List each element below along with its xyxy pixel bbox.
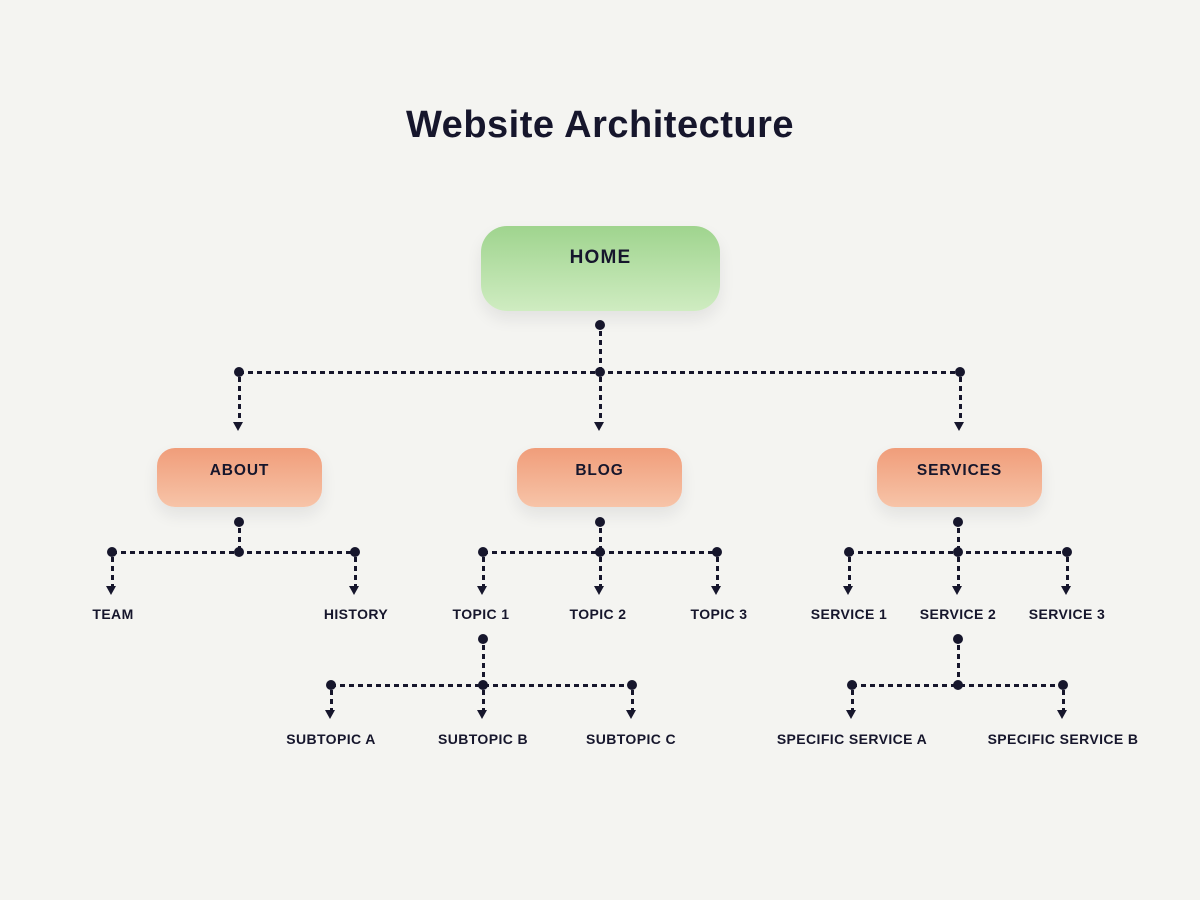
junction-dot (478, 634, 488, 644)
junction-dot (595, 547, 605, 557)
dashed-line-vertical (848, 557, 851, 586)
junction-dot (1058, 680, 1068, 690)
dashed-line-vertical (957, 528, 960, 549)
junction-dot (107, 547, 117, 557)
leaf-service-1: SERVICE 1 (810, 606, 888, 622)
dashed-line-vertical (716, 557, 719, 586)
dashed-line-vertical (1066, 557, 1069, 586)
junction-dot (326, 680, 336, 690)
arrowhead-down (843, 586, 853, 595)
arrowhead-down (594, 586, 604, 595)
dashed-line-vertical (599, 557, 602, 586)
junction-dot (234, 547, 244, 557)
node-home: HOME (481, 226, 720, 311)
junction-dot (595, 517, 605, 527)
dashed-line-vertical (957, 645, 960, 682)
node-services: SERVICES (877, 448, 1042, 507)
node-services-label: SERVICES (916, 462, 1003, 479)
arrowhead-down (325, 710, 335, 719)
node-about: ABOUT (157, 448, 322, 507)
junction-dot (953, 634, 963, 644)
leaf-subtopic-a: SUBTOPIC A (286, 731, 376, 747)
junction-dot (953, 680, 963, 690)
arrowhead-down (711, 586, 721, 595)
junction-dot (712, 547, 722, 557)
arrowhead-down (349, 586, 359, 595)
leaf-topic-2: TOPIC 2 (569, 606, 627, 622)
junction-dot (478, 680, 488, 690)
junction-dot (478, 547, 488, 557)
junction-dot (234, 517, 244, 527)
arrowhead-down (477, 586, 487, 595)
junction-dot (953, 547, 963, 557)
arrowhead-down (233, 422, 243, 431)
junction-dot (595, 320, 605, 330)
dashed-line-vertical (1062, 690, 1065, 710)
arrowhead-down (952, 586, 962, 595)
arrowhead-down (846, 710, 856, 719)
arrowhead-down (106, 586, 116, 595)
junction-dot (627, 680, 637, 690)
junction-dot (844, 547, 854, 557)
arrowhead-down (954, 422, 964, 431)
dashed-line-vertical (238, 528, 241, 549)
dashed-line-vertical (851, 690, 854, 710)
junction-dot (350, 547, 360, 557)
node-blog: BLOG (517, 448, 682, 507)
page-title: Website Architecture (406, 104, 794, 146)
dashed-line-vertical (482, 557, 485, 586)
node-home-label: HOME (569, 247, 632, 268)
arrowhead-down (594, 422, 604, 431)
node-about-label: ABOUT (209, 462, 270, 479)
junction-dot (234, 367, 244, 377)
arrowhead-down (626, 710, 636, 719)
dashed-line-vertical (482, 645, 485, 682)
junction-dot (595, 367, 605, 377)
junction-dot (953, 517, 963, 527)
dashed-line-vertical (957, 557, 960, 586)
leaf-subtopic-c: SUBTOPIC C (585, 731, 677, 747)
leaf-service-2: SERVICE 2 (919, 606, 997, 622)
node-blog-label: BLOG (575, 462, 624, 479)
leaf-team: TEAM (92, 606, 134, 622)
dashed-line-vertical (959, 377, 962, 422)
leaf-subtopic-b: SUBTOPIC B (437, 731, 529, 747)
arrowhead-down (1057, 710, 1067, 719)
dashed-line-vertical (482, 690, 485, 710)
dashed-line-vertical (111, 557, 114, 586)
dashed-line-vertical (330, 690, 333, 710)
dashed-line-vertical (354, 557, 357, 586)
leaf-topic-1: TOPIC 1 (452, 606, 510, 622)
leaf-specific-service-a: SPECIFIC SERVICE A (776, 731, 928, 747)
arrowhead-down (1061, 586, 1071, 595)
junction-dot (1062, 547, 1072, 557)
dashed-line-vertical (599, 528, 602, 549)
leaf-service-3: SERVICE 3 (1028, 606, 1106, 622)
dashed-line-vertical (599, 377, 602, 422)
junction-dot (847, 680, 857, 690)
arrowhead-down (477, 710, 487, 719)
dashed-line-vertical (238, 377, 241, 422)
leaf-history: HISTORY (323, 606, 389, 622)
dashed-line-horizontal (112, 551, 355, 554)
leaf-topic-3: TOPIC 3 (690, 606, 748, 622)
junction-dot (955, 367, 965, 377)
dashed-line-vertical (631, 690, 634, 710)
dashed-line-vertical (599, 331, 602, 368)
leaf-specific-service-b: SPECIFIC SERVICE B (987, 731, 1139, 747)
